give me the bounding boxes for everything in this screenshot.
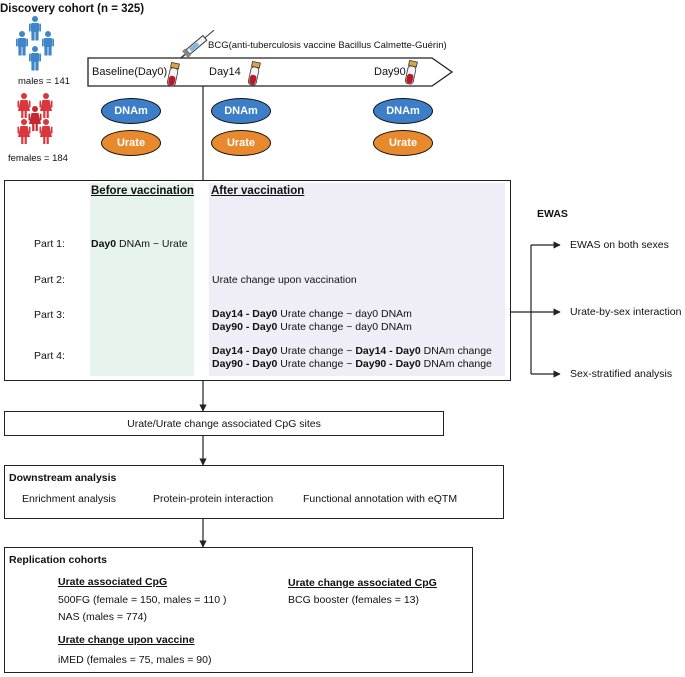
timepoint-day14: Day14 <box>209 66 241 78</box>
after-vaccination-panel <box>209 183 505 376</box>
part4-formula-1: Day14 - Day0 Urate change ~ Day14 - Day0… <box>212 345 492 357</box>
urate-badge-day0: Urate <box>101 130 161 156</box>
part2-label: Part 2: <box>34 274 65 286</box>
urate-cpg-item-nas: NAS (males = 774) <box>58 611 147 623</box>
timepoint-day90: Day90 <box>374 66 406 78</box>
urate-vaccine-header: Urate change upon vaccine <box>58 634 195 646</box>
ewas-item-urate-by-sex: Urate-by-sex interaction <box>570 306 682 318</box>
dnam-badge-day90: DNAm <box>373 98 433 124</box>
ewas-item-both-sexes: EWAS on both sexes <box>570 239 669 251</box>
downstream-eqtm: Functional annotation with eQTM <box>303 493 458 505</box>
urate-badge-day90: Urate <box>373 130 433 156</box>
ewas-title: EWAS <box>537 208 568 220</box>
part4-label: Part 4: <box>34 350 65 362</box>
blood-tube-icon-day0 <box>166 61 180 87</box>
before-vaccination-header: Before vaccination <box>91 185 194 197</box>
ewas-item-sex-stratified: Sex-stratified analysis <box>570 368 673 380</box>
urate-vaccine-item-imed: iMED (females = 75, males = 90) <box>58 654 212 666</box>
blood-tube-icon-day90 <box>404 59 418 85</box>
part1-formula: Day0 DNAm ~ Urate <box>91 238 188 250</box>
downstream-analysis-box <box>4 465 504 519</box>
urate-change-cpg-header: Urate change associated CpG <box>288 577 437 589</box>
replication-cohorts-box <box>4 547 473 673</box>
part2-formula: Urate change upon vaccination <box>212 274 357 286</box>
blood-tube-icon-day14 <box>247 60 261 86</box>
males-count: males = 141 <box>18 76 71 87</box>
urate-badge-day14: Urate <box>211 130 271 156</box>
part3-formula-2: Day90 - Day0 Urate change ~ day0 DNAm <box>212 321 412 333</box>
urate-cpg-item-500fg: 500FG (female = 150, males = 110 ) <box>58 594 227 606</box>
syringe-icon <box>179 29 215 60</box>
before-vaccination-panel <box>90 183 194 376</box>
part3-formula-1: Day14 - Day0 Urate change ~ day0 DNAm <box>212 308 412 320</box>
cpg-sites-box <box>4 411 444 436</box>
downstream-enrichment: Enrichment analysis <box>22 493 116 505</box>
male-icon <box>16 16 54 71</box>
diagram-title: Discovery cohort (n = 325) <box>0 3 145 15</box>
replication-title: Replication cohorts <box>9 554 108 566</box>
downstream-title: Downstream analysis <box>9 472 117 484</box>
after-vaccination-header: After vaccination <box>211 185 305 197</box>
part4-formula-2: Day90 - Day0 Urate change ~ Day90 - Day0… <box>212 358 492 370</box>
urate-change-cpg-item-bcg-booster: BCG booster (females = 13) <box>288 594 420 606</box>
dnam-badge-day14: DNAm <box>211 98 271 124</box>
cpg-sites-label: Urate/Urate change associated CpG sites <box>127 418 321 430</box>
downstream-ppi: Protein-protein interaction <box>153 493 274 505</box>
part1-label: Part 1: <box>34 238 65 250</box>
female-icon <box>17 93 53 144</box>
urate-cpg-header: Urate associated CpG <box>58 576 168 588</box>
timepoint-day0: Baseline(Day0) <box>92 66 168 78</box>
vaccine-label: BCG(anti-tuberculosis vaccine Bacillus C… <box>208 40 447 51</box>
females-count: females = 184 <box>8 153 68 164</box>
part3-label: Part 3: <box>34 309 65 321</box>
dnam-badge-day0: DNAm <box>101 98 161 124</box>
